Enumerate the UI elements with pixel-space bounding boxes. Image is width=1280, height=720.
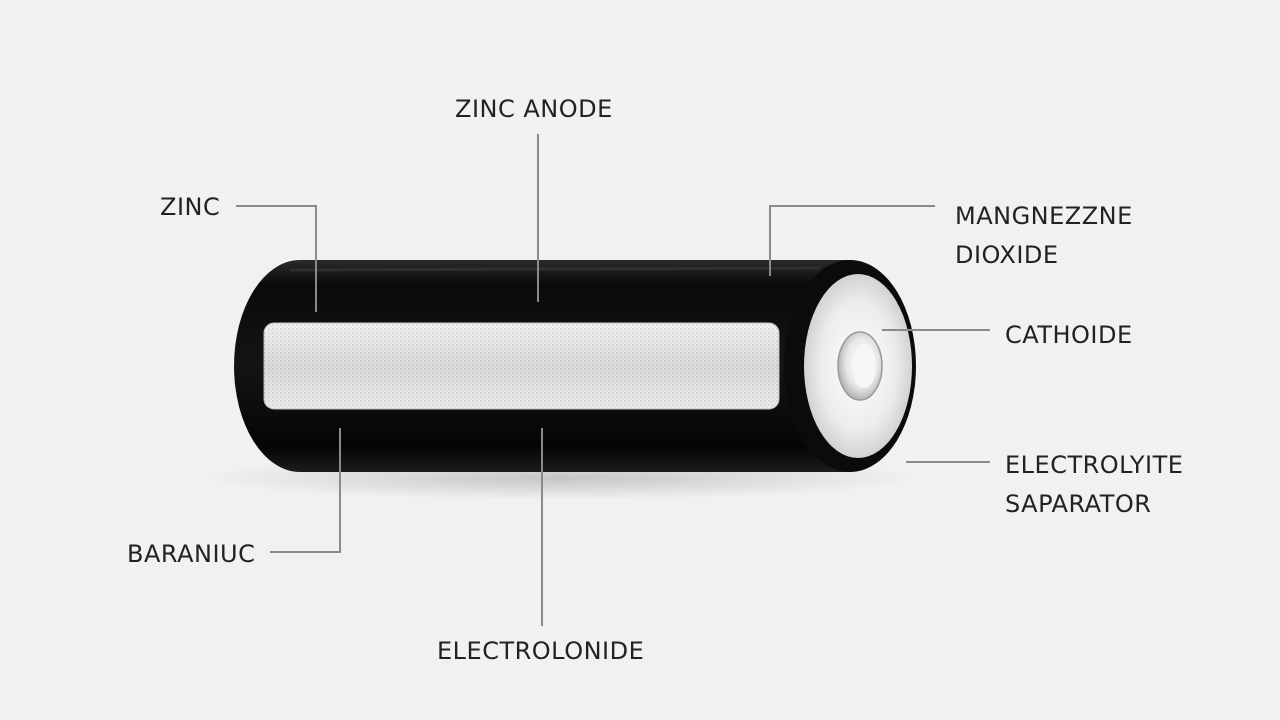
label-electrolyte-separator-line1: ELECTROLYITE <box>1005 451 1184 479</box>
label-electrolonide: ELECTROLONIDE <box>437 637 645 665</box>
label-zinc-anode: ZINC ANODE <box>455 95 613 123</box>
label-electrolyte-separator-line2: SAPARATOR <box>1005 490 1152 518</box>
label-manganese-dioxide-line1: MANGNEZZNE <box>955 202 1133 230</box>
label-cathode: CATHOIDE <box>1005 321 1133 349</box>
battery-end-cap <box>784 260 916 472</box>
leader-lines <box>236 134 990 626</box>
electrode-core <box>263 322 780 410</box>
label-zinc: ZINC <box>160 193 221 221</box>
label-manganese-dioxide-line2: DIOXIDE <box>955 241 1059 269</box>
leader-baraniuc <box>270 428 341 553</box>
label-baraniuc: BARANIUC <box>127 540 256 568</box>
leader-manganese-dioxide <box>769 205 935 276</box>
leader-zinc <box>236 205 317 312</box>
